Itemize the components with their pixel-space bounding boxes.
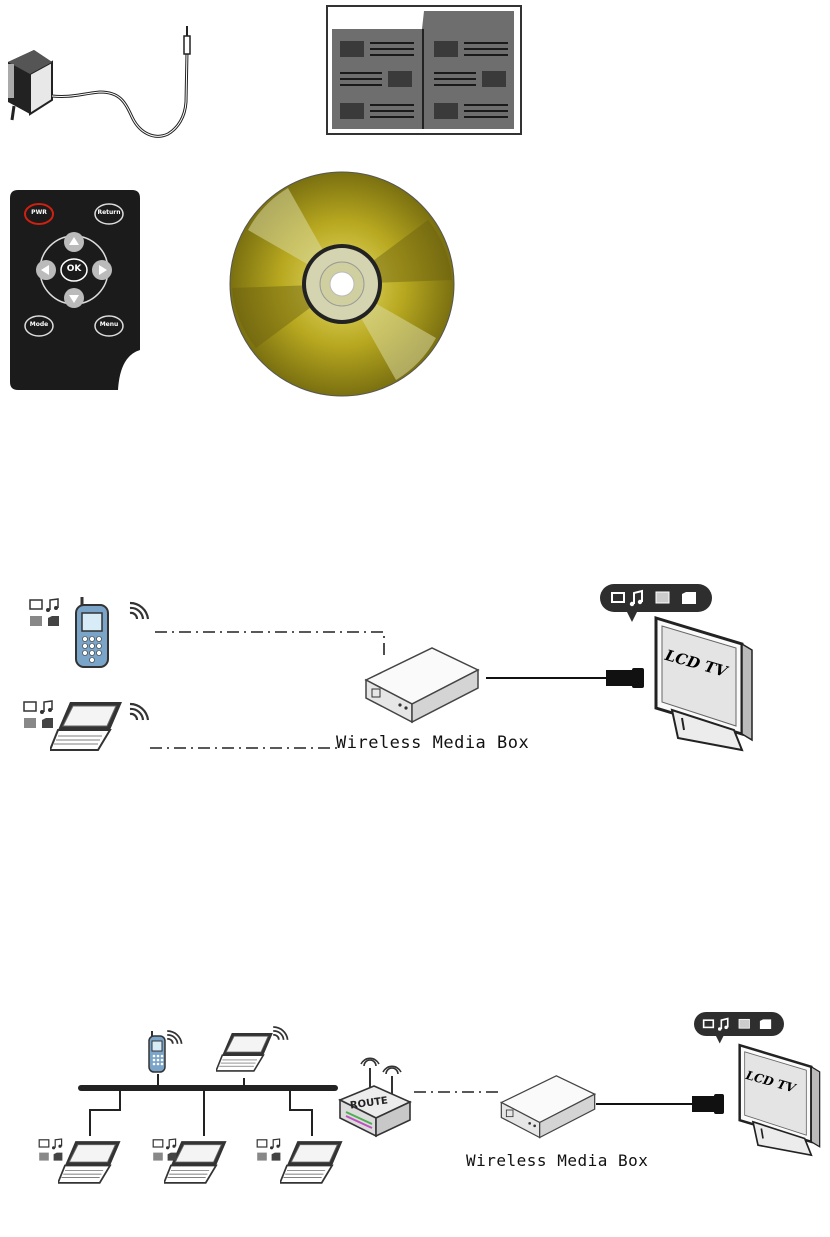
- wireless-router: ROUTE: [334, 1052, 416, 1140]
- diagram2-box-label: Wireless Media Box: [466, 1151, 648, 1170]
- lcd-tv-device: [642, 610, 762, 760]
- user-manual-image: [326, 5, 522, 135]
- media-types-icon: [150, 1138, 182, 1164]
- diagram1-box-label: Wireless Media Box: [336, 733, 529, 753]
- adapter-cable: [52, 52, 187, 136]
- adapter-body: [8, 50, 52, 120]
- media-types-icon: [26, 598, 66, 630]
- media-types-icon: [20, 700, 60, 732]
- remote-control: PWR Return OK Mode Menu: [10, 190, 140, 390]
- ok-button: OK: [61, 264, 87, 274]
- media-bubble-icon: [694, 1012, 784, 1036]
- mode-button: Mode: [25, 321, 53, 328]
- wifi-signal-icon: [126, 595, 156, 621]
- media-box-device: [498, 1070, 598, 1140]
- media-bubble-icon: [600, 584, 712, 612]
- return-button: Return: [95, 209, 123, 216]
- wifi-signal-icon: [126, 696, 156, 722]
- laptop-icon: [50, 700, 126, 752]
- power-button: PWR: [25, 209, 53, 216]
- menu-button: Menu: [95, 321, 123, 328]
- power-adapter-image: [0, 22, 210, 152]
- lcd-tv-device: [728, 1036, 828, 1166]
- wifi-signal-icon: [270, 1020, 294, 1042]
- wifi-signal-icon: [164, 1024, 188, 1046]
- mobile-phone-icon: [72, 595, 116, 671]
- laptop-icon: [216, 1026, 276, 1078]
- media-types-icon: [254, 1138, 286, 1164]
- media-types-icon: [36, 1138, 68, 1164]
- media-box-device: [362, 642, 482, 724]
- cd-disc-image: [228, 170, 458, 400]
- laptop-icon: [280, 1138, 346, 1186]
